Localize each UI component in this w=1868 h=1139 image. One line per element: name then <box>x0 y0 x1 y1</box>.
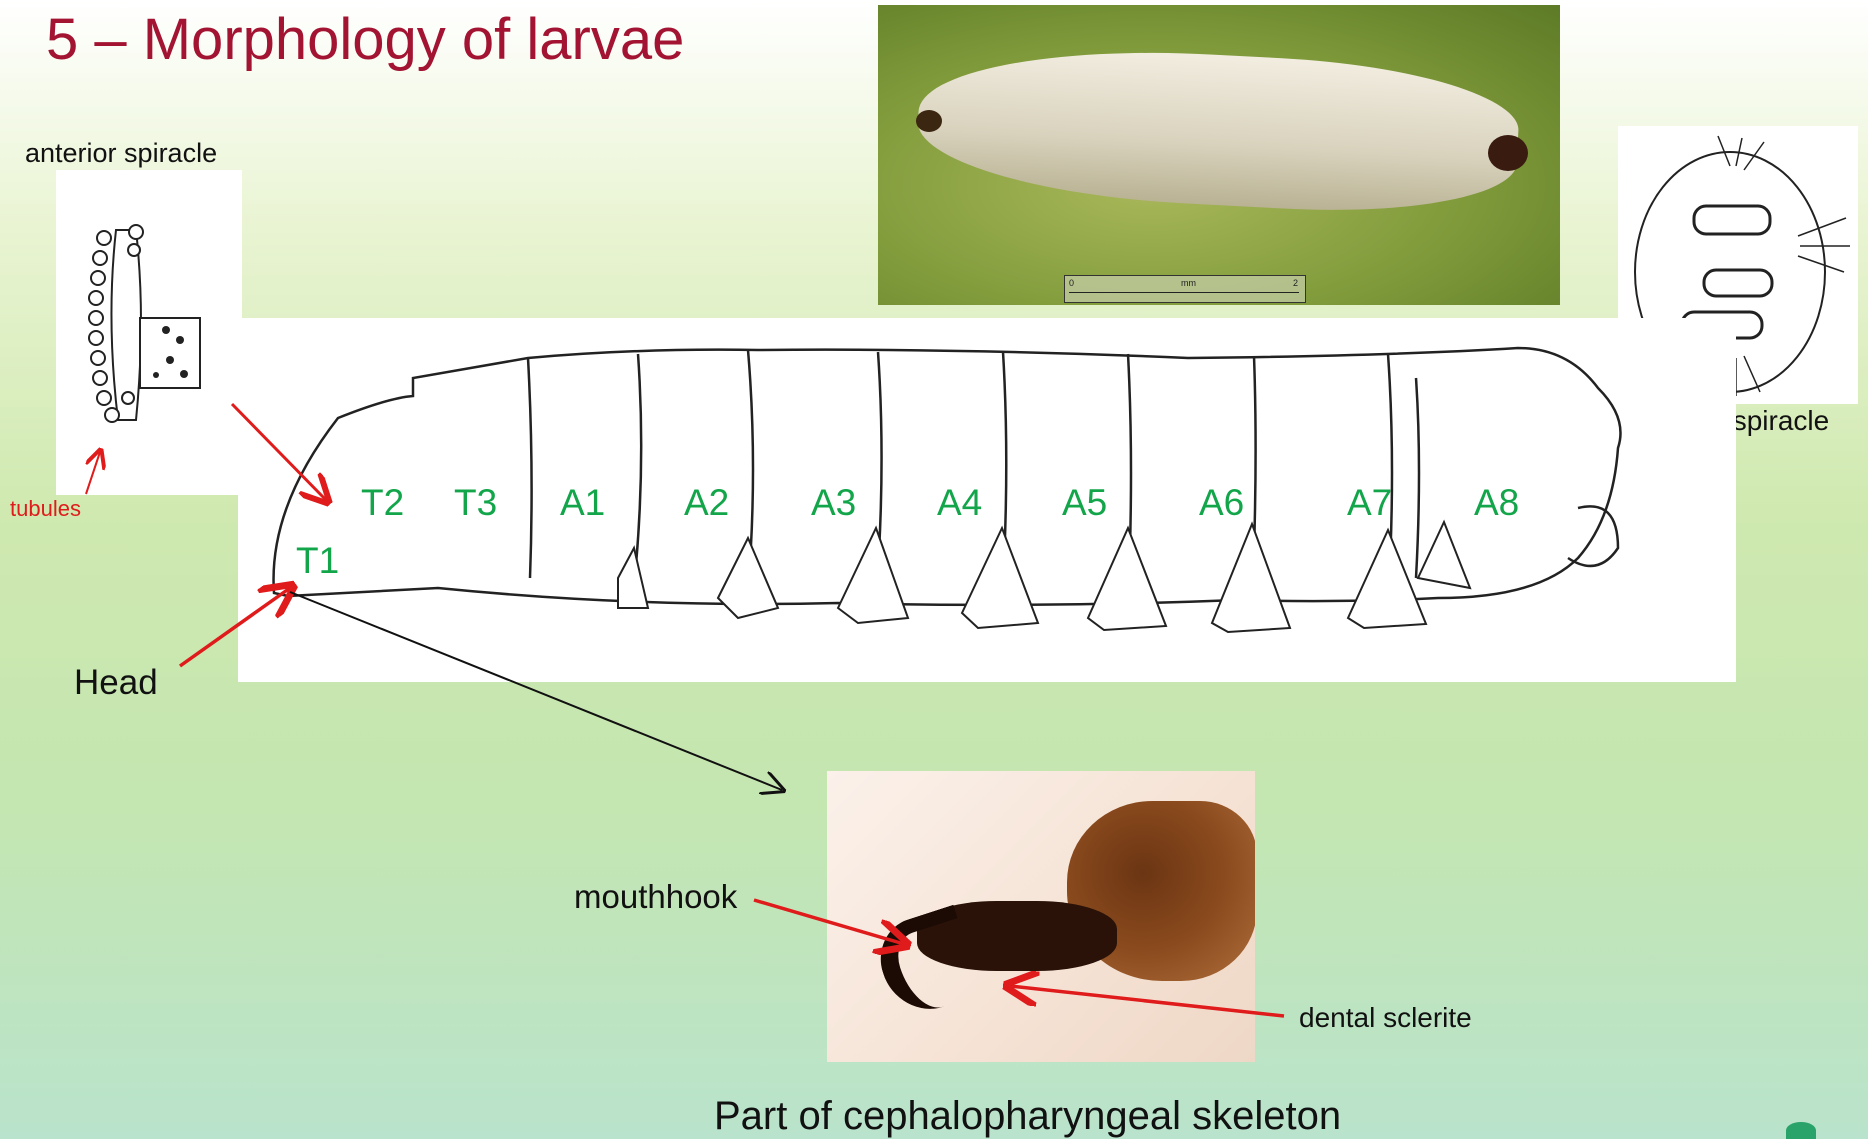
segment-label-t1: T1 <box>296 540 339 582</box>
mouthhook-label: mouthhook <box>574 878 737 916</box>
anterior-spiracle-drawing <box>56 170 242 495</box>
anterior-spiracle-svg <box>56 170 242 495</box>
tubules-label: tubules <box>10 496 81 522</box>
segment-label-a2: A2 <box>684 482 729 524</box>
segment-label-a1: A1 <box>560 482 605 524</box>
logo-mark <box>1786 1122 1816 1139</box>
segment-label-t3: T3 <box>454 482 497 524</box>
head-label: Head <box>74 663 158 703</box>
segment-label-a5: A5 <box>1062 482 1107 524</box>
segment-label-a8: A8 <box>1474 482 1519 524</box>
scale-bar-end: 2 <box>1293 278 1298 288</box>
segment-label-a4: A4 <box>937 482 982 524</box>
larva-mouth-dark <box>916 110 942 132</box>
segment-label-a3: A3 <box>811 482 856 524</box>
scale-bar: 0 mm 2 <box>1064 275 1306 303</box>
segment-label-t2: T2 <box>361 482 404 524</box>
larva-posterior-dark <box>1488 135 1528 171</box>
larva-photo: 0 mm 2 <box>878 5 1560 305</box>
cephalopharyngeal-photo <box>827 771 1255 1062</box>
scale-bar-start: 0 <box>1069 278 1074 288</box>
segment-label-a6: A6 <box>1199 482 1244 524</box>
segment-label-a7: A7 <box>1347 482 1392 524</box>
ventral-welts <box>618 522 1470 632</box>
larva-body <box>914 39 1521 220</box>
dental-sclerite-label: dental sclerite <box>1299 1002 1472 1034</box>
anterior-spiracle-label: anterior spiracle <box>25 138 217 169</box>
scale-bar-unit: mm <box>1181 278 1196 288</box>
figure-caption: Part of cephalopharyngeal skeleton <box>714 1094 1341 1139</box>
page-title: 5 – Morphology of larvae <box>46 6 684 73</box>
larva-outline-path <box>274 348 1621 605</box>
